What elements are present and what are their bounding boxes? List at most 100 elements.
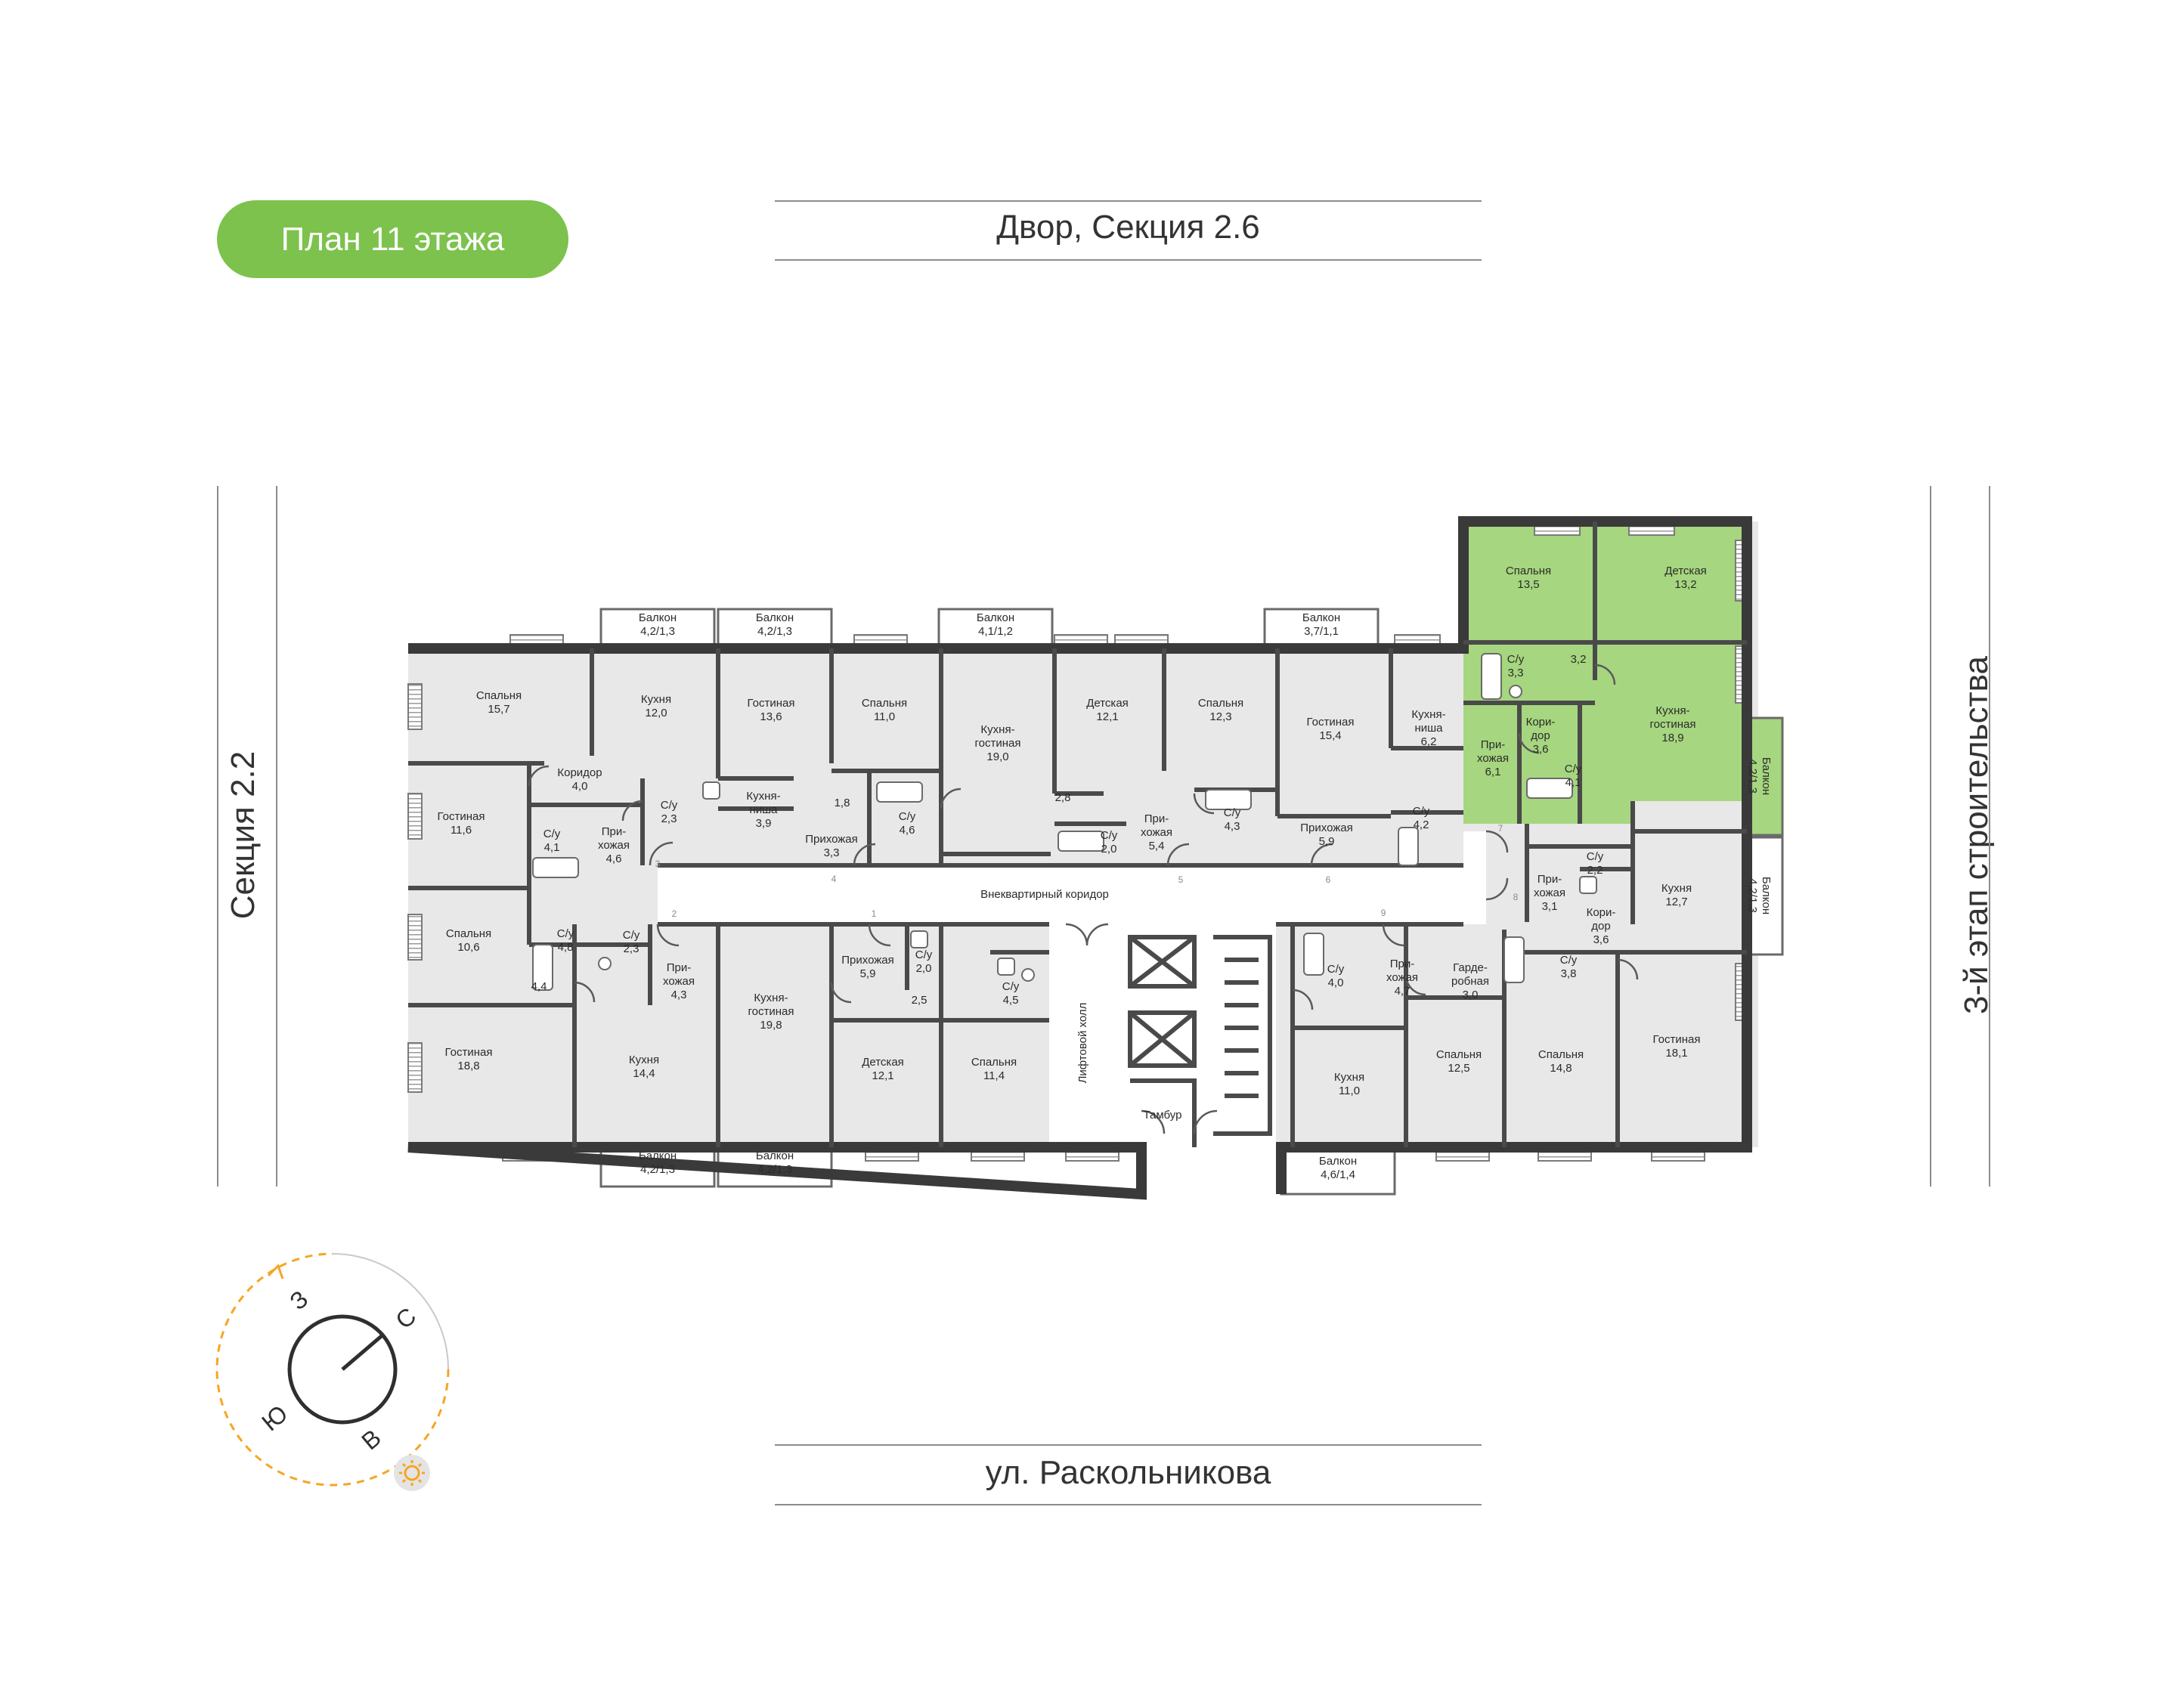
room-area: 5,9 (1319, 835, 1335, 848)
left-side-line-outer (217, 486, 218, 1187)
balcony-name: Балкон (639, 611, 677, 624)
small-area-label: 1,8 (835, 797, 850, 809)
room-r31: С/у2,0 (915, 948, 933, 975)
room-labels: Спальня15,7Кухня12,0Гостиная13,6Спальня1… (438, 565, 1707, 1097)
room-r32: С/у4,5 (1002, 980, 1020, 1007)
left-side-line-inner (276, 486, 277, 1187)
room-area: 6,2 (1421, 735, 1437, 748)
room-area: 11,6 (451, 824, 472, 837)
room-area: 11,0 (1339, 1085, 1360, 1097)
room-area: 6,1 (1485, 766, 1501, 778)
room-name: хожая (1386, 971, 1418, 984)
bottom-street-line-upper (775, 1444, 1482, 1446)
room-r18: С/у2,0 (1101, 829, 1118, 856)
balcony-name: Балкон (1302, 611, 1340, 624)
top-street-line-upper (775, 200, 1482, 202)
room-area: 4,0 (572, 780, 588, 793)
room-name: Кухня- (980, 723, 1014, 736)
room-name: ниша (749, 803, 778, 816)
bottom-street-line-lower (775, 1504, 1482, 1505)
room-area: 3,6 (1533, 743, 1549, 756)
room-name: При- (1390, 958, 1415, 970)
entrance-number: 3 (655, 859, 661, 869)
room-r24: С/у4,8 (557, 927, 574, 954)
room-name: Прихожая (805, 833, 858, 846)
room-name: хожая (1141, 826, 1172, 839)
balcony-name: Балкон (756, 1149, 794, 1162)
room-name: С/у (1560, 954, 1578, 967)
room-name: С/у (1002, 980, 1020, 993)
room-name: Гостиная (748, 697, 795, 710)
room-area: 2,0 (1101, 843, 1117, 856)
entrance-number: 9 (1381, 908, 1386, 918)
room-name: При- (1144, 812, 1169, 825)
room-name: С/у (1507, 653, 1525, 666)
inner-walls (408, 521, 1747, 1147)
doors (528, 664, 1639, 1134)
room-area: 3,3 (824, 846, 840, 859)
entrance-number: 6 (1326, 874, 1331, 885)
room-name: Кори- (1526, 716, 1556, 729)
balcony-area: 4,2/1,3 (757, 625, 792, 638)
room-area: 3,0 (1463, 989, 1479, 1001)
small-area-label: 2,8 (1055, 791, 1071, 804)
room-name: Спальня (1436, 1048, 1482, 1061)
bathroom-fixtures (532, 653, 1597, 991)
room-area: 14,4 (633, 1067, 655, 1080)
room-name: Гостиная (1653, 1033, 1701, 1046)
room-r25: С/у2,3 (623, 929, 640, 955)
room-name: Кухня- (1655, 704, 1689, 717)
room-area: 12,1 (1096, 710, 1118, 723)
compass-west: З (284, 1285, 313, 1315)
room-area: 12,3 (1209, 710, 1231, 723)
room-name: гостиная (975, 737, 1021, 750)
balcony-area: 4,1/1,2 (978, 625, 1013, 638)
room-area: 3,8 (1561, 967, 1577, 980)
room-name: робная (1451, 975, 1489, 988)
outer-walls (407, 516, 1752, 1200)
room-name: С/у (1101, 829, 1118, 842)
room-area: 3,9 (756, 817, 772, 830)
room-name: Прихожая (1300, 822, 1353, 834)
balcony-name: Балкон (1319, 1155, 1357, 1168)
small-area-label: 4,4 (531, 980, 547, 993)
room-name: С/у (1327, 963, 1345, 976)
room-name: дор (1531, 729, 1550, 742)
room-name: гостиная (748, 1005, 794, 1018)
balcony-name: Балкон (756, 611, 794, 624)
room-name: Спальня (971, 1056, 1017, 1069)
room-r45: С/у3,8 (1560, 954, 1578, 980)
right-side-line-inner (1930, 486, 1931, 1187)
room-name: Гостиная (438, 810, 485, 823)
room-name: хожая (598, 839, 630, 852)
room-name: Кухня- (754, 992, 788, 1004)
corridor-area (658, 865, 1466, 924)
